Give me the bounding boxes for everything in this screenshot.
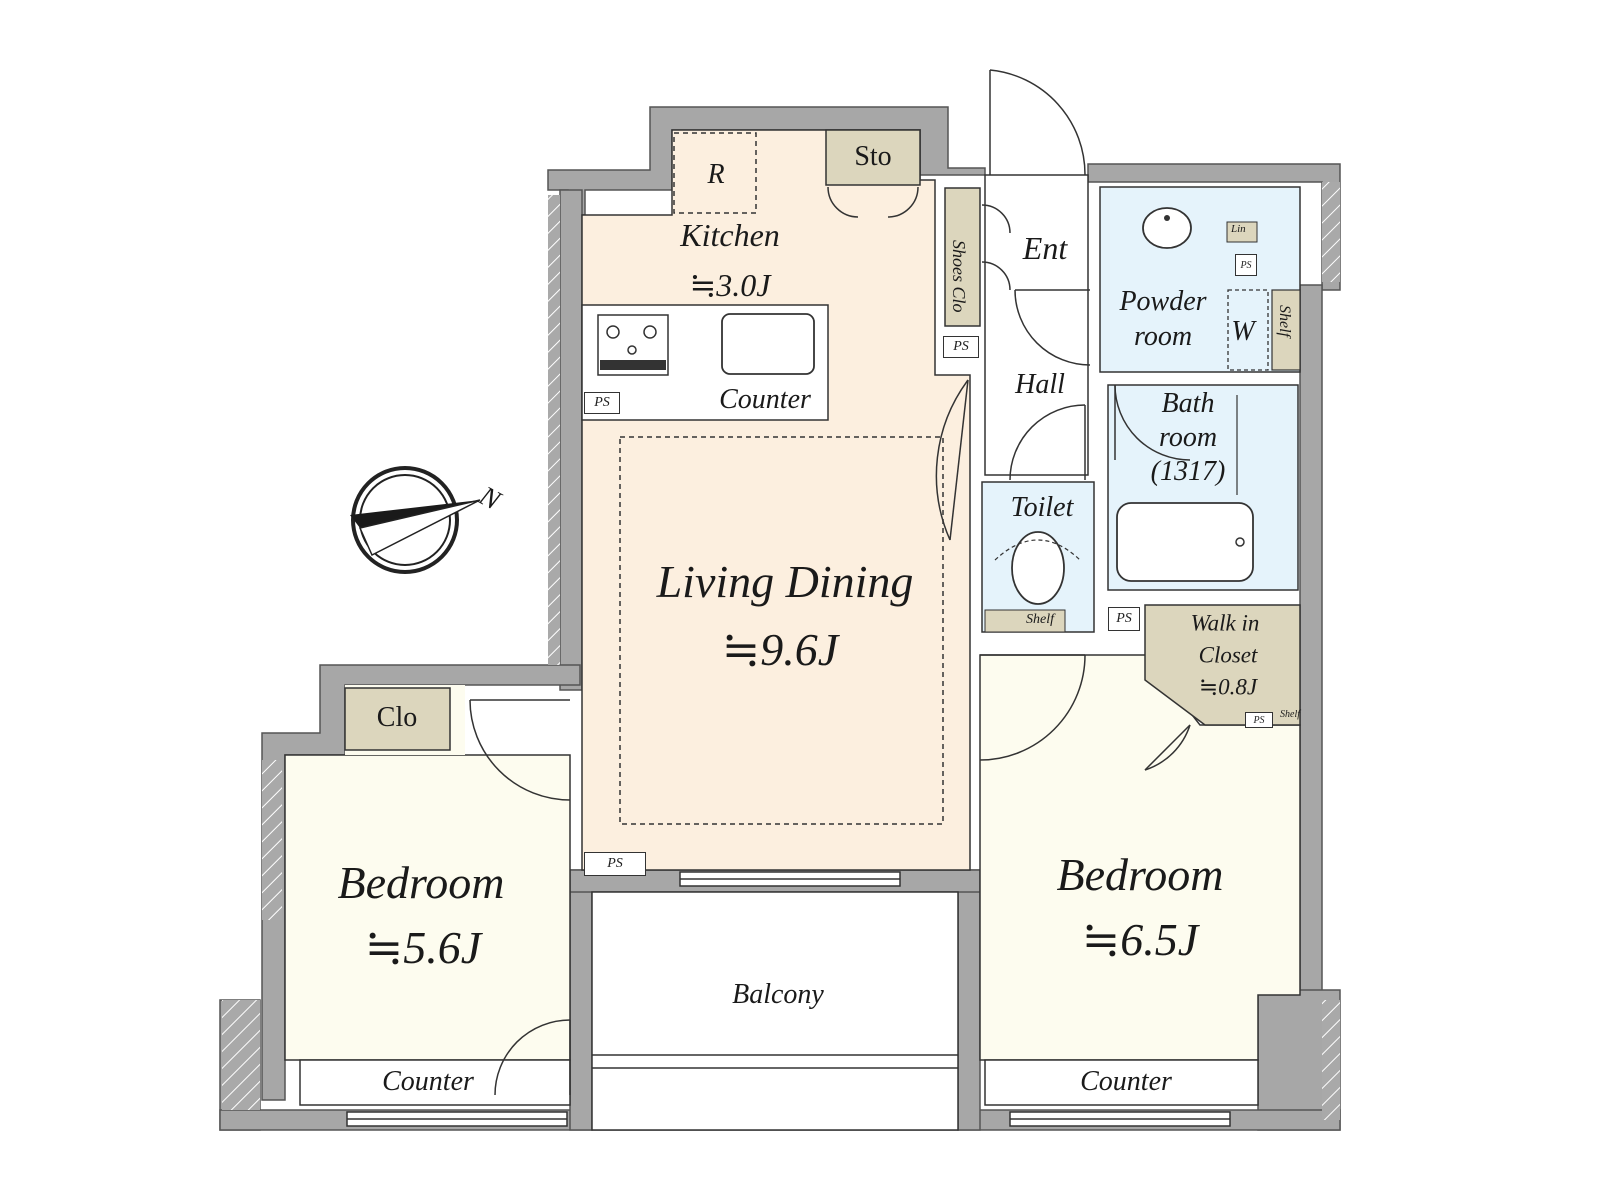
powder-room-line1: Powder xyxy=(1119,286,1207,317)
shoes-closet xyxy=(944,187,981,327)
windows xyxy=(346,871,1231,1127)
powder-shelf-label: Shelf xyxy=(1276,305,1293,337)
kitchen-counter-label: Counter xyxy=(719,384,811,415)
bedroom-right-counter xyxy=(984,1059,1259,1106)
balcony-name: Balcony xyxy=(732,979,824,1010)
bedroom-left-area: ≒5.6J xyxy=(364,922,482,973)
bath-room-line3: (1317) xyxy=(1150,456,1226,487)
bedroom-left-counter xyxy=(299,1059,571,1106)
ps-living: PS xyxy=(584,852,646,876)
kitchen-name: Kitchen xyxy=(680,217,780,253)
entrance-name: Ent xyxy=(1022,230,1068,266)
bath-room-line1: Bath xyxy=(1161,388,1215,419)
balcony-floor xyxy=(591,891,959,1131)
washer-label: W xyxy=(1231,316,1255,347)
entrance-floor xyxy=(984,174,1089,476)
living-dining-name: Living Dining xyxy=(656,556,914,607)
living-dining-area: ≒9.6J xyxy=(721,624,839,675)
hall-name: Hall xyxy=(1015,369,1065,400)
walk-in-closet-line1: Walk in xyxy=(1190,610,1260,636)
bedroom-right-counter-label: Counter xyxy=(1080,1066,1172,1097)
powder-shelf xyxy=(1271,289,1301,371)
shoes-closet-label: Shoes Clo xyxy=(949,240,969,313)
bedroom-left-counter-label: Counter xyxy=(382,1066,474,1097)
closet-clo-label: Clo xyxy=(376,702,418,733)
bedroom-left-name: Bedroom xyxy=(337,857,505,908)
sink xyxy=(721,313,815,375)
storage-label: Sto xyxy=(854,141,892,172)
toilet-name: Toilet xyxy=(1010,492,1074,523)
ps-shoes: PS xyxy=(943,336,979,358)
kitchen-area: ≒3.0J xyxy=(689,267,771,303)
refrigerator-space xyxy=(673,132,757,214)
bedroom-right-area: ≒6.5J xyxy=(1081,914,1199,965)
powder-room-floor xyxy=(1099,186,1301,373)
bedroom-left-floor xyxy=(284,754,571,1061)
closet-clo xyxy=(344,687,451,751)
wall-hatching xyxy=(222,182,1340,1120)
toilet-shelf-label: Shelf xyxy=(1026,612,1054,627)
ps-powder: PS xyxy=(1235,254,1257,276)
linen-label: Lin xyxy=(1231,223,1246,235)
storage-sto xyxy=(825,129,921,186)
doors xyxy=(469,69,1191,1096)
washbasin xyxy=(1142,207,1192,249)
dining-rug-area xyxy=(619,436,944,825)
walk-in-closet-line2: Closet xyxy=(1198,642,1258,668)
toilet-bowl xyxy=(1011,531,1065,605)
washer-space xyxy=(1227,289,1269,371)
linen-cabinet xyxy=(1226,221,1258,243)
bathtub xyxy=(1116,502,1254,582)
bedroom-right-name: Bedroom xyxy=(1056,849,1224,900)
refrigerator-label: R xyxy=(707,159,725,190)
ps-kitchen: PS xyxy=(584,392,620,414)
toilet-shelf xyxy=(984,609,1066,633)
walk-in-closet-shelf-label: Shelf xyxy=(1280,709,1300,720)
walk-in-closet-area: ≒0.8J xyxy=(1198,674,1258,700)
compass xyxy=(350,466,481,574)
bath-room-line2: room xyxy=(1158,422,1218,453)
ps-toilet: PS xyxy=(1108,607,1140,631)
ps-closet: PS xyxy=(1245,712,1273,728)
powder-room-line2: room xyxy=(1133,321,1193,352)
